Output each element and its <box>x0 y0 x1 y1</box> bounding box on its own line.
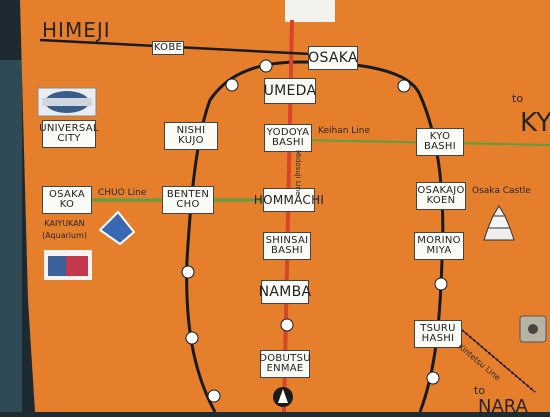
station-benten-cho: BENTEN CHO <box>162 186 214 214</box>
station-shinsaibashi: SHINSAI BASHI <box>263 232 311 260</box>
destination-himeji: HIMEJI <box>42 18 111 42</box>
stop-dot <box>259 59 273 73</box>
chuo-line-label: CHUO Line <box>98 188 147 198</box>
wall-switch <box>519 315 547 343</box>
destination-kyoto-to: to <box>512 92 524 105</box>
stop-dot <box>181 265 195 279</box>
station-kobe: KOBE <box>152 41 184 55</box>
station-dobutsuen-mae: DOBUTSU ENMAE <box>259 350 311 378</box>
station-osaka-ko: OSAKA KO <box>42 186 92 214</box>
kaiyukan-aquarium-picture <box>44 250 92 280</box>
universal-studios-logo <box>37 87 97 117</box>
paper-sign <box>285 0 335 22</box>
destination-nara: NARA <box>478 396 528 417</box>
station-universal-city: UNIVERSAL CITY <box>39 120 98 148</box>
kintetsu-line-base <box>461 329 536 393</box>
station-yodoyabashi: YODOYA BASHI <box>264 124 312 152</box>
kaiyukan-label: KAIYUKAN (Aquarium) <box>42 219 87 240</box>
midosuji-line-label: Midosuji Line <box>294 150 302 196</box>
osaka-castle-picture <box>483 205 515 241</box>
stop-dot <box>207 389 221 403</box>
station-nishi-kujo: NISHI KUJO <box>164 122 218 150</box>
destination-nara-to: to <box>474 384 486 397</box>
stop-dot <box>225 78 239 92</box>
station-osakajo-koen: OSAKAJO KOEN <box>416 182 466 210</box>
stop-dot <box>397 79 411 93</box>
station-osaka: OSAKA <box>308 46 358 70</box>
stop-dot <box>426 371 440 385</box>
station-namba: NAMBA <box>259 280 311 304</box>
stop-dot <box>280 318 294 332</box>
stop-dot <box>434 277 448 291</box>
station-tsuruhashi: TSURU HASHI <box>414 320 462 348</box>
station-kyobashi: KYO BASHI <box>416 128 464 156</box>
stop-dot <box>185 331 199 345</box>
zoo-icon <box>273 387 293 407</box>
station-hommachi: HOMMACHI <box>254 188 324 212</box>
station-morinomiya: MORINO MIYA <box>414 232 464 260</box>
kobe-line <box>39 38 331 57</box>
whale-shark-sticker <box>98 210 136 246</box>
osaka-castle-label: Osaka Castle <box>472 186 531 196</box>
keihan-line-label: Keihan Line <box>318 126 371 136</box>
destination-kyoto: KYO <box>520 108 550 138</box>
station-umeda: UMEDA <box>264 78 316 104</box>
door-frame <box>0 60 22 412</box>
